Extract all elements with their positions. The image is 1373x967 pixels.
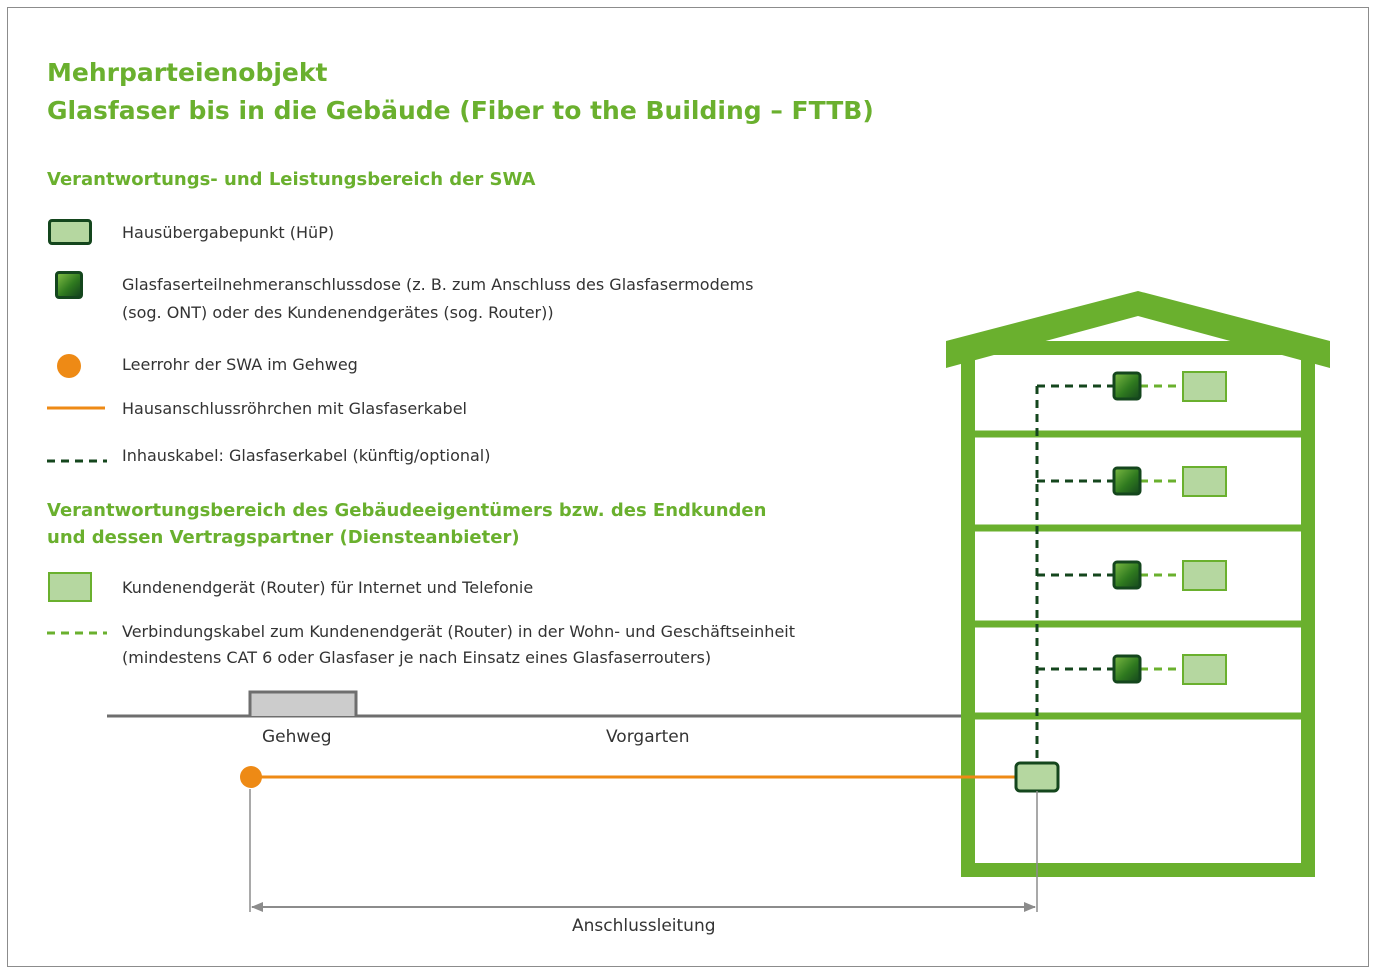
legend-text-connection-cable: Verbindungskabel zum Kundenendgerät (Rou… xyxy=(122,622,796,641)
fiber-socket xyxy=(1112,654,1142,684)
legend-text-router: Kundenendgerät (Router) für Internet und… xyxy=(122,578,534,597)
legend-text-fiber-socket-cont: (sog. ONT) oder des Kundenendgerätes (so… xyxy=(122,303,554,322)
label-connection-line: Anschlussleitung xyxy=(572,916,716,936)
legend-text-fiber-socket: Glasfaserteilnehmeranschlussdose (z. B. … xyxy=(122,275,754,294)
empty-conduit-dot xyxy=(240,766,262,788)
building-walls xyxy=(961,341,1315,877)
unit-floor-1 xyxy=(1037,654,1227,685)
building xyxy=(946,291,1330,877)
title-line-1: Mehrparteienobjekt xyxy=(47,58,328,87)
label-frontyard: Vorgarten xyxy=(606,727,690,747)
section-owner-heading-1: Verantwortungsbereich des Gebäudeeigentü… xyxy=(47,500,767,521)
router xyxy=(1182,560,1227,591)
fiber-socket xyxy=(1112,466,1142,496)
sidewalk-slab xyxy=(248,690,358,716)
orange-dot-legend-symbol xyxy=(57,354,81,378)
legend-text-huep: Hausübergabepunkt (HüP) xyxy=(122,223,335,242)
router xyxy=(1182,371,1227,402)
unit-floor-3 xyxy=(1037,466,1227,497)
unit-floor-4 xyxy=(1037,371,1227,402)
legend-text-house-tube: Hausanschlussröhrchen mit Glasfaserkabel xyxy=(122,399,467,418)
router-legend-symbol xyxy=(48,572,92,602)
huep-box xyxy=(1014,761,1060,793)
unit-floor-2 xyxy=(1037,560,1227,591)
section-owner-heading-2: und dessen Vertragspartner (Diensteanbie… xyxy=(47,527,520,548)
section-swa-heading: Verantwortungs- und Leistungsbereich der… xyxy=(47,169,536,190)
building-roof xyxy=(946,291,1330,368)
router xyxy=(1182,466,1227,497)
fiber-socket xyxy=(1112,560,1142,590)
legend-text-connection-cable-cont: (mindestens CAT 6 oder Glasfaser je nach… xyxy=(122,648,712,667)
router xyxy=(1182,654,1227,685)
legend-text-empty-conduit: Leerrohr der SWA im Gehweg xyxy=(122,355,358,374)
title-line-2: Glasfaser bis in die Gebäude (Fiber to t… xyxy=(47,96,874,125)
label-sidewalk: Gehweg xyxy=(262,727,332,747)
fiber-socket xyxy=(1112,371,1142,401)
fiber-socket-legend-symbol xyxy=(55,271,83,299)
legend-text-inhouse-cable: Inhauskabel: Glasfaserkabel (künftig/opt… xyxy=(122,446,491,465)
huep-legend-symbol xyxy=(48,219,92,245)
